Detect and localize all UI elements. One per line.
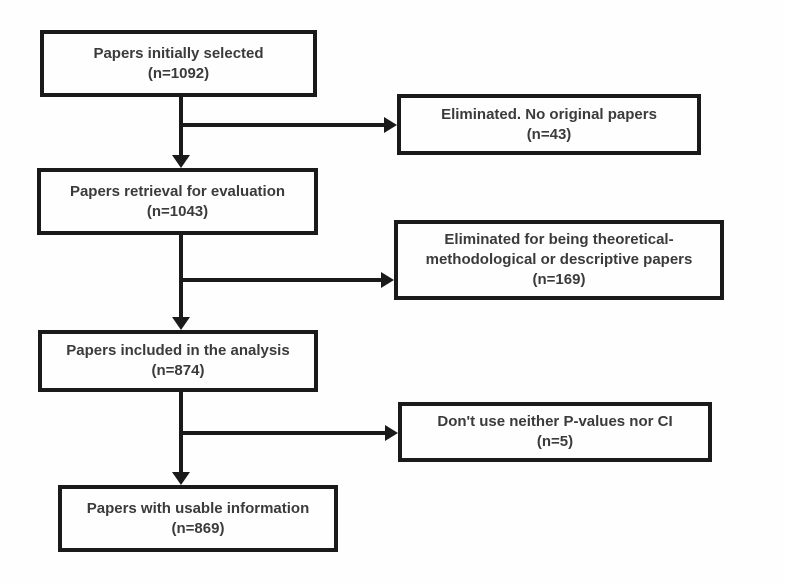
- box-count: (n=169): [532, 270, 586, 288]
- arrow-right-icon: [385, 425, 398, 441]
- box-count: (n=1092): [147, 64, 210, 82]
- box-count: (n=5): [536, 433, 574, 450]
- box-label: methodological or descriptive papers: [425, 251, 693, 269]
- arrow-down-icon: [172, 472, 190, 485]
- arrow-right-icon: [384, 117, 397, 133]
- flow-box-papers-with-usable-information: Papers with usable information (n=869): [58, 485, 338, 552]
- box-label: Eliminated for being theoretical-: [444, 231, 674, 249]
- box-count: (n=869): [171, 519, 225, 537]
- box-count: (n=1043): [146, 202, 209, 220]
- connector-retrieval-to-included: [179, 235, 183, 319]
- flow-box-dont-use-pvalues-nor-ci: Don't use neither P-values nor CI (n=5): [398, 402, 712, 462]
- flow-box-papers-initially-selected: Papers initially selected (n=1092): [40, 30, 317, 97]
- box-label: Papers retrieval for evaluation: [69, 182, 286, 200]
- box-count: (n=874): [151, 362, 205, 379]
- box-label: Papers with usable information: [86, 499, 310, 517]
- connector-branch-no-pvalues: [181, 431, 385, 435]
- connector-branch-theoretical: [181, 278, 381, 282]
- arrow-down-icon: [172, 155, 190, 168]
- box-label: Don't use neither P-values nor CI: [437, 413, 673, 431]
- box-label: Papers included in the analysis: [66, 342, 290, 360]
- connector-initial-to-retrieval: [179, 97, 183, 157]
- flow-box-eliminated-theoretical-methodological: Eliminated for being theoretical- method…: [394, 220, 724, 300]
- box-label: Papers initially selected: [93, 44, 264, 62]
- box-label: Eliminated. No original papers: [441, 105, 657, 123]
- arrow-down-icon: [172, 317, 190, 330]
- connector-branch-no-original: [181, 123, 384, 127]
- flow-box-papers-retrieval-for-evaluation: Papers retrieval for evaluation (n=1043): [37, 168, 318, 235]
- flow-box-papers-included-in-analysis: Papers included in the analysis (n=874): [38, 330, 318, 392]
- flow-box-eliminated-no-original-papers: Eliminated. No original papers (n=43): [397, 94, 701, 155]
- arrow-right-icon: [381, 272, 394, 288]
- box-count: (n=43): [526, 125, 572, 143]
